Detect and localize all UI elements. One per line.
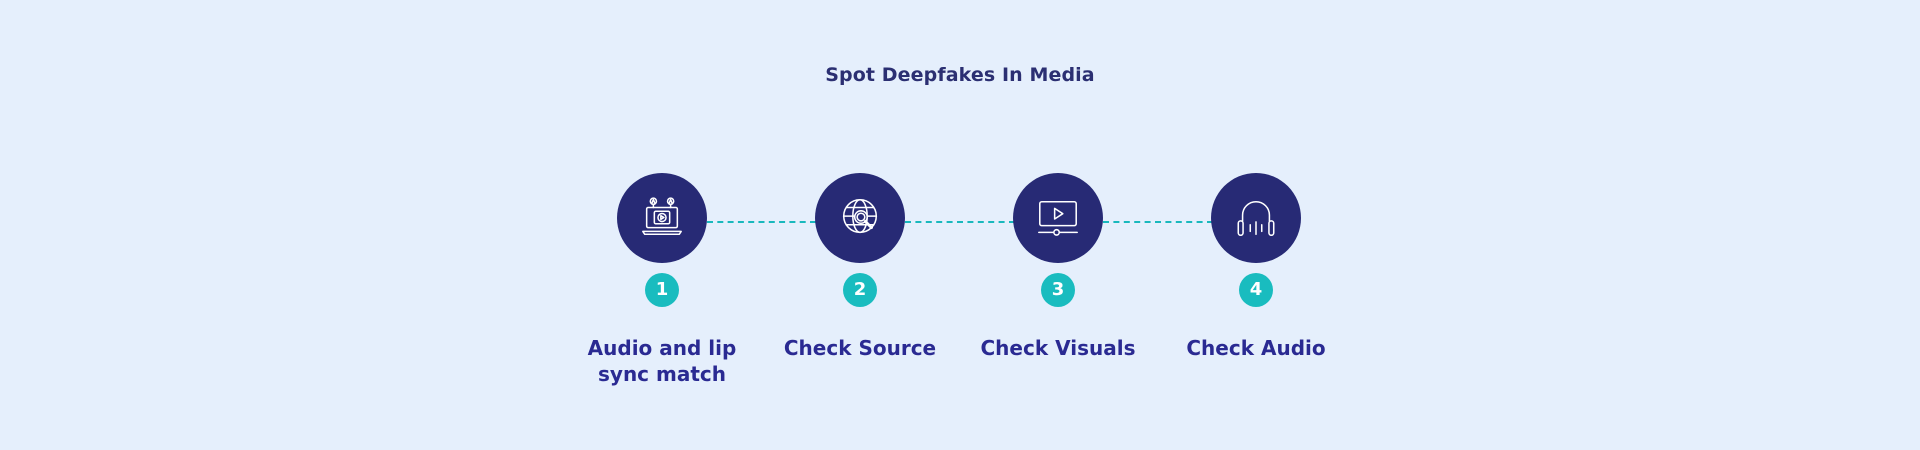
step-2-icon-circle: [815, 173, 905, 263]
step-2-number-badge: 2: [843, 273, 877, 307]
step-3-label: Check Visuals: [980, 336, 1136, 360]
step-4-icon-circle: [1211, 173, 1301, 263]
headphones-audio-icon: [1237, 200, 1275, 237]
connector-line-2-3: [905, 221, 1015, 223]
step-1: 1 Audio and lip sync match: [542, 173, 782, 387]
globe-search-icon: [842, 199, 878, 234]
step-2: 2 Check Source: [740, 173, 980, 361]
connector-line-3-4: [1103, 221, 1213, 223]
step-3-icon-circle: [1013, 173, 1103, 263]
step-4-number-badge: 4: [1239, 273, 1273, 307]
step-3: 3 Check Visuals: [938, 173, 1178, 361]
step-3-number-badge: 3: [1041, 273, 1075, 307]
step-2-label: Check Source: [783, 336, 937, 360]
diagram-title: Spot Deepfakes In Media: [825, 64, 1095, 86]
connector-line-1-2: [707, 221, 816, 223]
step-1-number-badge: 1: [645, 273, 679, 307]
step-4-label: Check Audio: [1186, 336, 1326, 360]
video-player-icon: [1038, 200, 1078, 236]
step-4: 4 Check Audio: [1136, 173, 1376, 361]
laptop-video-call-icon: [642, 197, 682, 236]
step-1-label: Audio and lip sync match: [587, 336, 737, 386]
step-1-icon-circle: [617, 173, 707, 263]
